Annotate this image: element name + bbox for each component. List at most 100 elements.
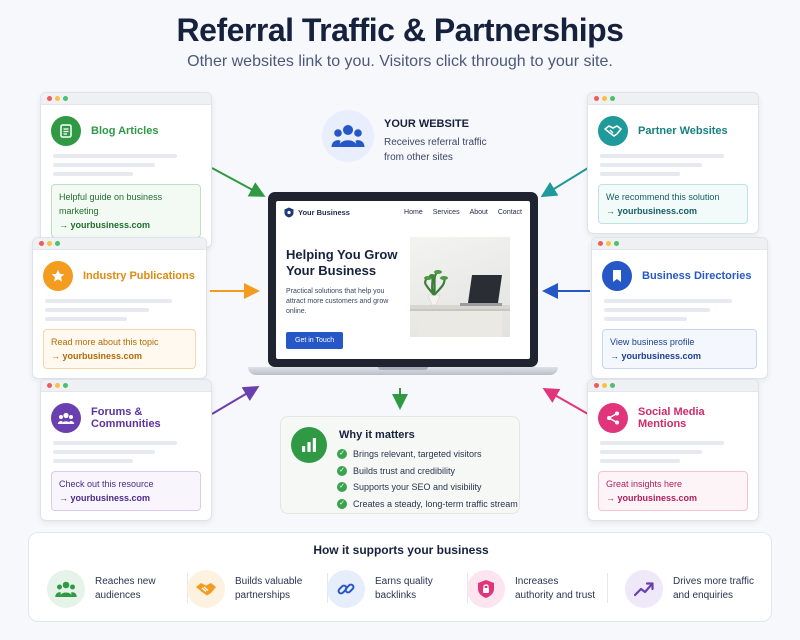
link-url: → yourbusiness.com: [59, 493, 151, 503]
benefit-item: Builds valuable partnerships: [187, 567, 317, 611]
source-title: Forums & Communities: [91, 406, 161, 430]
arrow-blog: [211, 167, 266, 197]
page-title: Referral Traffic & Partnerships: [176, 12, 624, 48]
check-icon: ✓: [337, 482, 347, 493]
referral-link[interactable]: Check out this resource → yourbusiness.c…: [51, 471, 201, 511]
link-text: Great insights here: [606, 479, 683, 489]
link-url: → yourbusiness.com: [606, 493, 698, 503]
source-card-social[interactable]: Social Media Mentions Great insights her…: [587, 379, 759, 521]
why-item: ✓Creates a steady, long-term traffic str…: [337, 496, 518, 513]
referral-link[interactable]: View business profile → yourbusiness.com: [602, 329, 757, 369]
website-label: YOUR WEBSITE: [384, 118, 469, 130]
shield-icon: [467, 570, 505, 608]
source-card-partners[interactable]: Partner Websites We recommend this solut…: [587, 92, 759, 234]
browser-chrome: [33, 238, 206, 250]
browser-chrome: [588, 93, 758, 105]
arrow-forums: [211, 385, 260, 415]
community-icon: [51, 403, 81, 433]
handshake-icon: [598, 116, 628, 146]
users-icon: [322, 110, 374, 162]
benefit-label: Builds valuable partnerships: [235, 576, 303, 601]
link-url: → yourbusiness.com: [51, 351, 143, 361]
source-title: Blog Articles: [91, 125, 159, 137]
link-url: → yourbusiness.com: [59, 220, 151, 230]
link-url: → yourbusiness.com: [610, 351, 702, 361]
referral-link[interactable]: Read more about this topic → yourbusines…: [43, 329, 196, 369]
referral-link[interactable]: Great insights here → yourbusiness.com: [598, 471, 748, 511]
bookmark-icon: [602, 261, 632, 291]
benefit-label: Drives more traffic and enquiries: [673, 576, 754, 601]
laptop-base: [248, 367, 558, 375]
why-it-matters-panel: Why it matters ✓Brings relevant, targete…: [280, 416, 520, 514]
link-text: Check out this resource: [59, 479, 154, 489]
why-item: ✓Supports your SEO and visibility: [337, 479, 518, 496]
why-item: ✓Brings relevant, targeted visitors: [337, 446, 518, 463]
star-icon: [43, 261, 73, 291]
source-card-blog[interactable]: Blog Articles Helpful guide on business …: [40, 92, 212, 248]
placeholder-text-lines: [41, 154, 211, 176]
laptop-screen: Your Business Home Services About Contac…: [268, 192, 538, 367]
why-item: ✓Builds trust and credibility: [337, 463, 518, 480]
link-text: View business profile: [610, 337, 695, 347]
nav-link-home[interactable]: Home: [404, 208, 423, 216]
placeholder-text-lines: [41, 441, 211, 463]
nav-link-about[interactable]: About: [469, 208, 488, 216]
link-text: Helpful guide on business marketing: [59, 192, 163, 216]
benefit-label: Increases authority and trust: [515, 576, 596, 601]
website-description: Receives referral traffic from other sit…: [384, 137, 487, 163]
link-url: → yourbusiness.com: [606, 206, 698, 216]
your-website: YOUR WEBSITE Receives referral traffic f…: [322, 110, 504, 165]
source-title: Social Media Mentions: [638, 406, 705, 430]
check-icon: ✓: [337, 449, 347, 460]
hero-image: [410, 237, 510, 337]
brand-name: Your Business: [298, 207, 350, 217]
group-icon: [47, 570, 85, 608]
shield-logo-icon: [284, 207, 294, 217]
trend-up-icon: [625, 570, 663, 608]
placeholder-text-lines: [592, 299, 767, 321]
browser-chrome: [592, 238, 767, 250]
page-subtitle: Other websites link to you. Visitors cli…: [187, 53, 613, 70]
hero-body: Practical solutions that help you attrac…: [286, 288, 389, 315]
benefit-item: Reaches new audiences: [47, 567, 177, 611]
benefit-item: Earns quality backlinks: [327, 567, 457, 611]
share-icon: [598, 403, 628, 433]
support-title: How it supports your business: [313, 543, 489, 557]
link-text: Read more about this topic: [51, 337, 159, 347]
arrow-partners: [540, 167, 589, 198]
benefit-label: Reaches new audiences: [95, 576, 156, 601]
site-brand[interactable]: Your Business: [284, 207, 350, 218]
arrow-social: [542, 388, 589, 415]
support-panel: How it supports your business Reaches ne…: [28, 532, 772, 622]
browser-chrome: [41, 93, 211, 105]
link-text: We recommend this solution: [606, 192, 720, 202]
referral-link[interactable]: Helpful guide on business marketing → yo…: [51, 184, 201, 238]
why-title: Why it matters: [339, 429, 415, 441]
laptop: Your Business Home Services About Contac…: [248, 192, 558, 380]
check-icon: ✓: [337, 498, 347, 509]
source-card-publications[interactable]: Industry Publications Read more about th…: [32, 237, 207, 379]
benefit-item: Drives more traffic and enquiries: [625, 567, 755, 611]
browser-chrome: [41, 380, 211, 392]
source-card-forums[interactable]: Forums & Communities Check out this reso…: [40, 379, 212, 521]
placeholder-text-lines: [588, 441, 758, 463]
hero-headline: Helping You Grow Your Business: [286, 247, 398, 278]
get-in-touch-button[interactable]: Get in Touch: [286, 332, 344, 349]
placeholder-text-lines: [33, 299, 206, 321]
site-navbar: Your Business Home Services About Contac…: [276, 201, 530, 223]
benefit-item: Increases authority and trust: [467, 567, 597, 611]
browser-chrome: [588, 380, 758, 392]
referral-link[interactable]: We recommend this solution → yourbusines…: [598, 184, 748, 224]
nav-link-contact[interactable]: Contact: [497, 208, 522, 216]
document-icon: [51, 116, 81, 146]
check-icon: ✓: [337, 465, 347, 476]
placeholder-text-lines: [588, 154, 758, 176]
source-title: Industry Publications: [83, 270, 195, 282]
nav-link-services[interactable]: Services: [432, 208, 460, 216]
source-card-directories[interactable]: Business Directories View business profi…: [591, 237, 768, 379]
source-title: Business Directories: [642, 270, 752, 282]
benefit-label: Earns quality backlinks: [375, 576, 433, 601]
link-icon: [327, 570, 365, 608]
source-title: Partner Websites: [638, 125, 728, 137]
handshake-icon: [187, 570, 225, 608]
